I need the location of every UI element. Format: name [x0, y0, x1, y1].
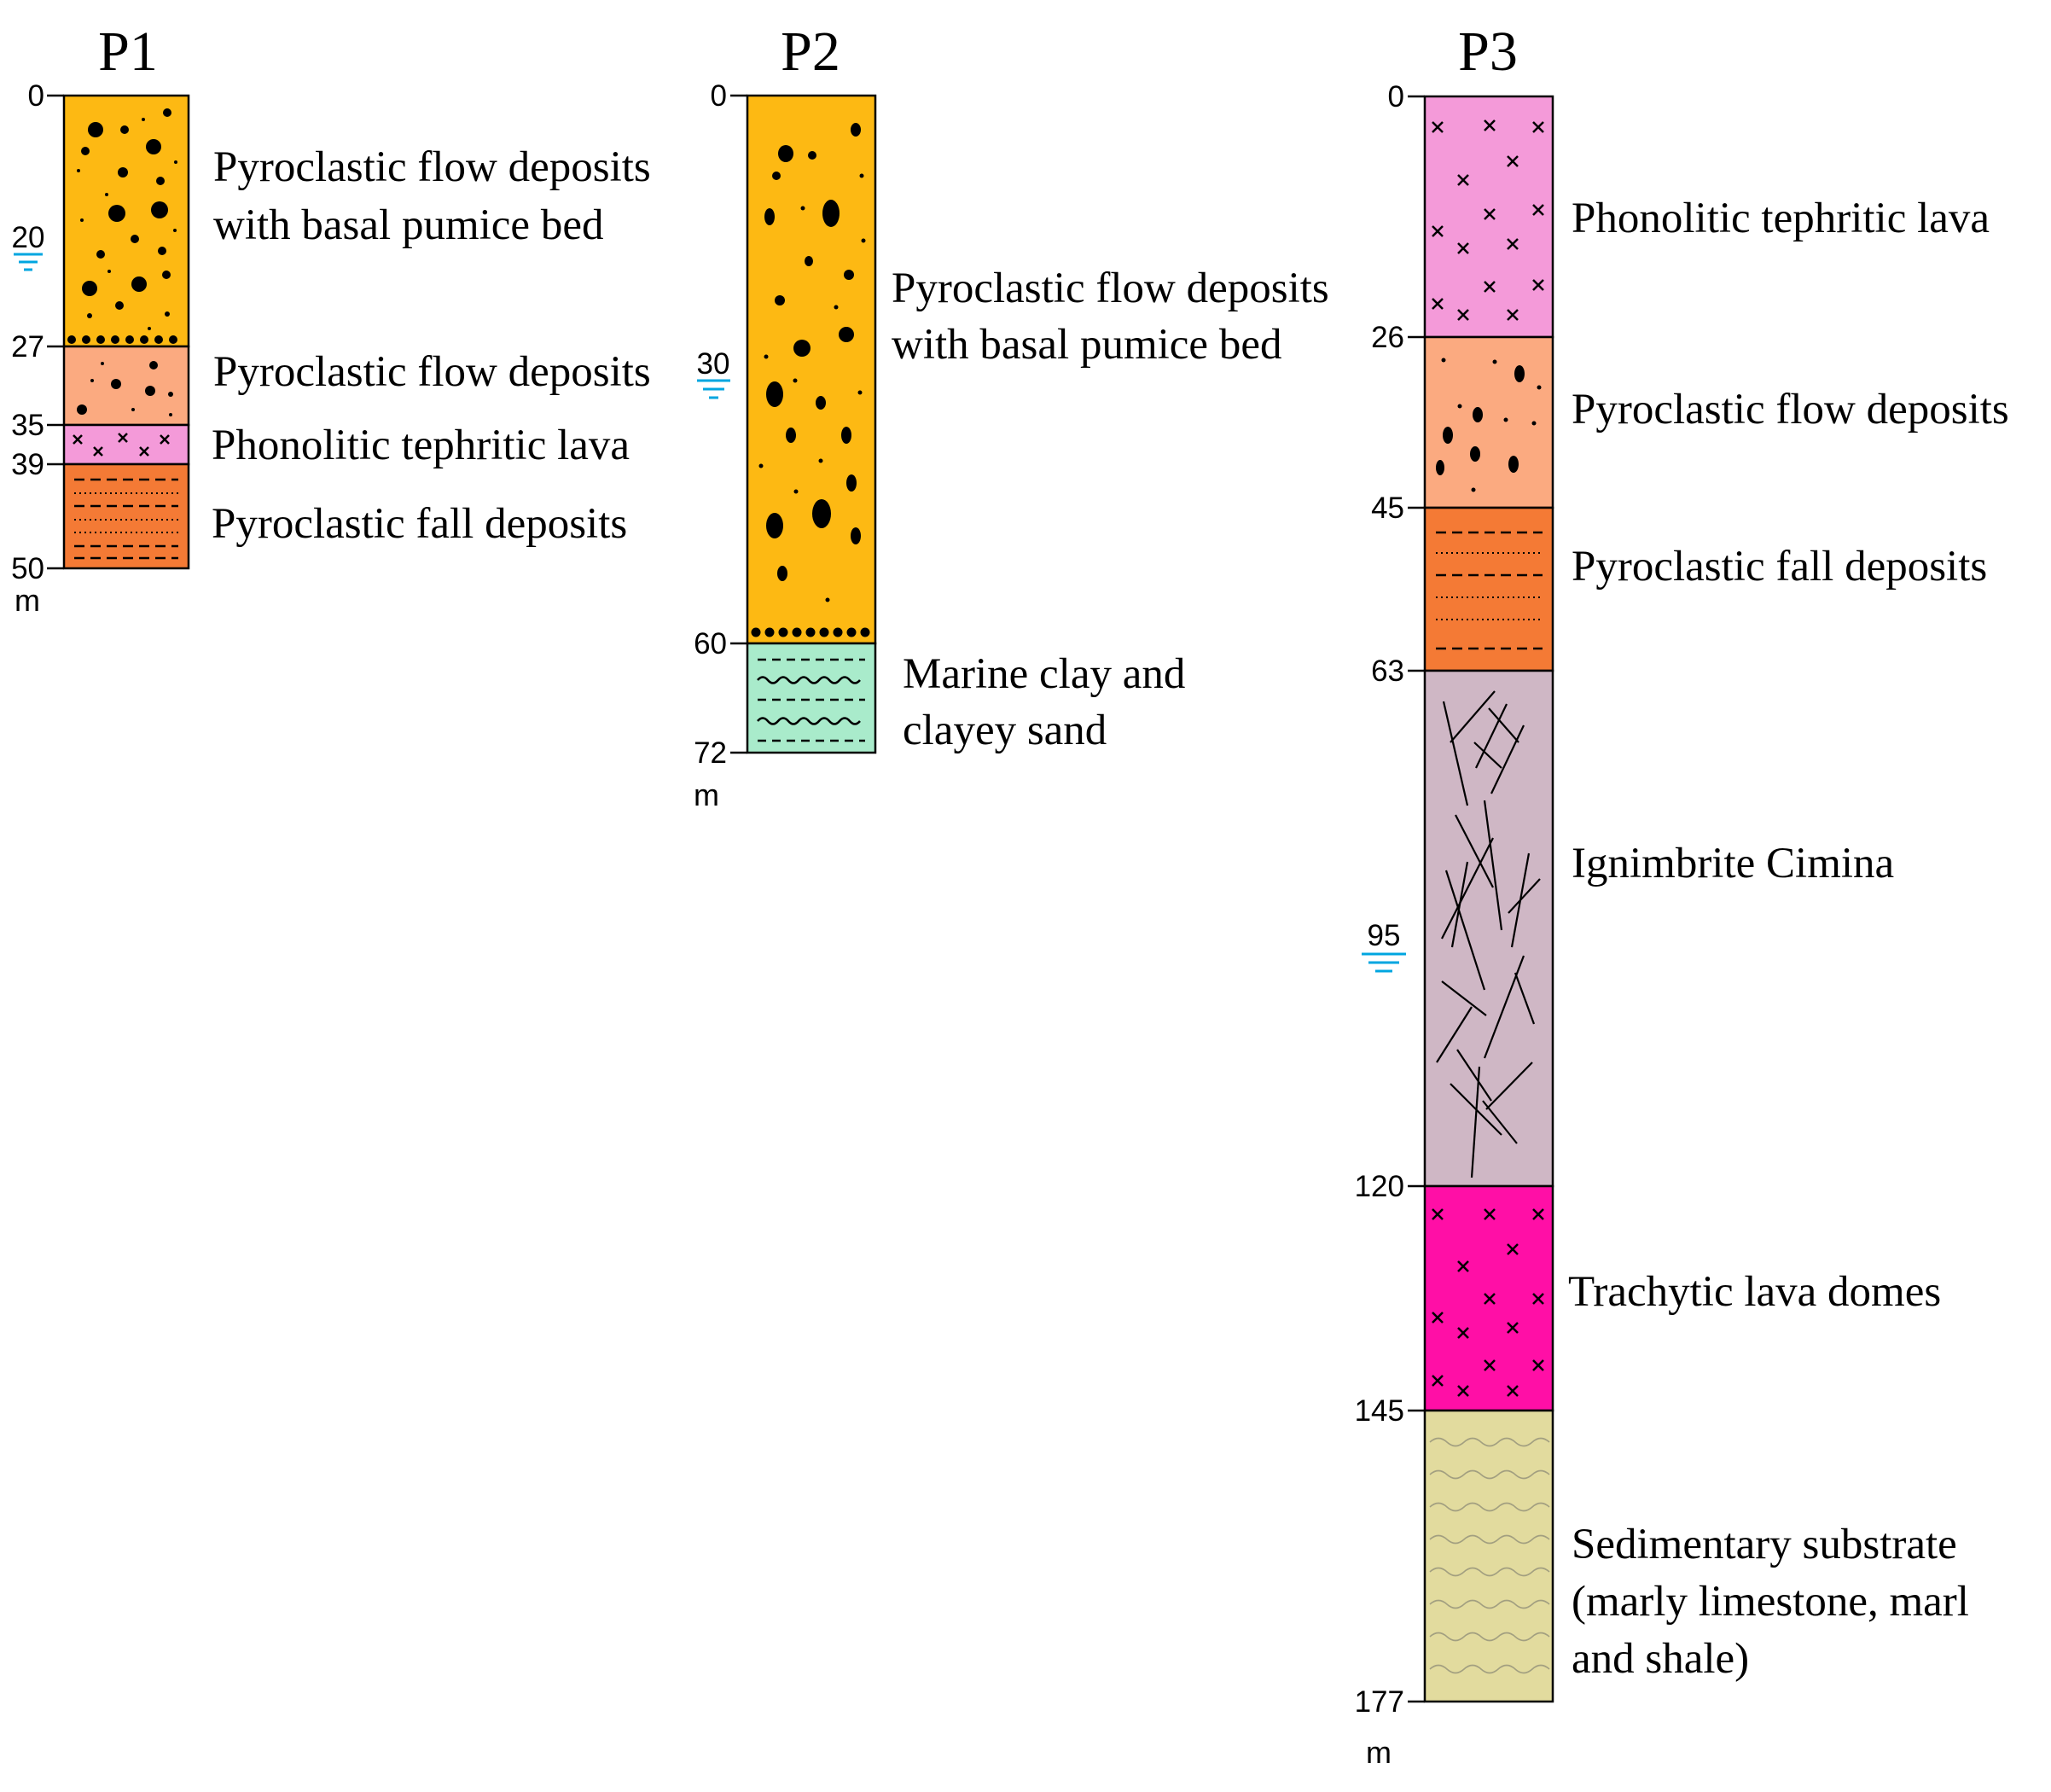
layer-label-line: and shale): [1572, 1635, 1749, 1683]
layer-fill: [1423, 1409, 1554, 1703]
column-title-p1: P1: [98, 20, 158, 83]
column-p2: P2: [694, 20, 1329, 812]
layer-p2-2: Marine clay and clayey sand: [746, 642, 1185, 754]
water-table-depth-label: 30: [697, 347, 730, 381]
water-table-p1: 20: [12, 221, 45, 271]
depth-tick-label: 0: [1388, 80, 1404, 113]
layer-label-line: Pyroclastic flow deposits: [213, 348, 651, 396]
layer-fill: [746, 94, 877, 645]
layer-label-line: with basal pumice bed: [213, 201, 603, 249]
depth-tick-label: 177: [1355, 1685, 1404, 1719]
crosses-pattern: [73, 433, 170, 457]
layer-label-line: Marine clay and: [903, 650, 1185, 698]
layer-fill: [62, 463, 190, 570]
layer-p3-3: Pyroclastic fall deposits: [1423, 506, 1987, 672]
layer-label-line: with basal pumice bed: [892, 321, 1281, 369]
depth-ticks-p3: [1408, 95, 1425, 1703]
depth-tick-label: 39: [11, 448, 44, 481]
layer-fill: [62, 94, 190, 348]
layer-p2-1: Pyroclastic flow deposits with basal pum…: [746, 94, 1329, 645]
water-table-icon: [14, 253, 43, 271]
depth-unit-label: m: [15, 583, 40, 618]
layer-p1-4: Pyroclastic fall deposits: [62, 463, 627, 570]
layer-p1-1: Pyroclastic flow deposits with basal pum…: [62, 94, 651, 348]
pumice-pattern: [77, 361, 173, 416]
layer-fill: [1423, 95, 1554, 339]
basal-pumice-row: [67, 335, 177, 344]
depth-tick-label: 60: [694, 627, 727, 660]
layer-p3-4: Ignimbrite Cimina: [1423, 669, 1894, 1188]
depth-tick-label: 27: [11, 330, 44, 364]
pumice-pattern: [1436, 358, 1542, 492]
depth-tick-label: 72: [694, 736, 727, 770]
layer-fill: [1423, 506, 1554, 672]
depth-tick-label: 50: [11, 552, 44, 585]
layer-label-line: Trachytic lava domes: [1568, 1268, 1941, 1316]
layer-label-line: Pyroclastic flow deposits: [892, 265, 1329, 312]
water-table-depth-label: 95: [1368, 919, 1401, 952]
depth-tick-label: 0: [711, 79, 727, 113]
water-table-depth-label: 20: [12, 221, 45, 254]
column-title-p3: P3: [1458, 20, 1518, 83]
layer-fill: [62, 423, 190, 466]
crosses-pattern: [1432, 119, 1544, 321]
pumice-pattern: [77, 108, 177, 330]
layer-label-line: Sedimentary substrate: [1572, 1521, 1957, 1568]
layer-label-line: Phonolitic tephritic lava: [212, 422, 630, 469]
column-title-p2: P2: [781, 20, 840, 83]
depth-tick-label: 26: [1371, 321, 1404, 354]
water-table-icon: [1362, 952, 1406, 973]
water-table-p3: 95: [1362, 919, 1406, 973]
layer-label-line: Pyroclastic flow deposits: [1572, 386, 2009, 433]
layer-fill: [1423, 335, 1554, 509]
water-table-icon: [697, 379, 730, 399]
depth-ticks-p2: [730, 94, 747, 754]
fall-deposit-pattern: [74, 478, 178, 560]
depth-tick-label: 120: [1355, 1170, 1404, 1203]
depth-unit-label: m: [1366, 1735, 1392, 1770]
layer-p3-1: Phonolitic tephritic lava: [1423, 95, 1990, 339]
pumice-pattern: [758, 123, 866, 602]
layer-p1-3: Phonolitic tephritic lava: [62, 422, 630, 469]
depth-unit-label: m: [694, 777, 719, 812]
layer-label-line: Ignimbrite Cimina: [1572, 840, 1894, 887]
clay-pattern: [757, 658, 865, 742]
layer-label-line: Pyroclastic flow deposits: [213, 143, 651, 191]
layer-label-line: clayey sand: [903, 707, 1107, 754]
layer-label-line: Pyroclastic fall deposits: [1572, 543, 1987, 591]
column-p1: P1 Pyroclastic flow deposits with basal: [11, 20, 651, 618]
depth-tick-label: 63: [1371, 655, 1404, 688]
layer-label-line: Pyroclastic fall deposits: [212, 500, 627, 548]
layer-p3-2: Pyroclastic flow deposits: [1423, 335, 2009, 509]
layer-fill: [746, 642, 877, 754]
basal-pumice-row: [751, 627, 870, 637]
crosses-pattern: [1432, 1208, 1544, 1397]
layer-label-line: (marly limestone, marl: [1572, 1578, 1969, 1626]
layer-label-line: Phonolitic tephritic lava: [1572, 195, 1990, 242]
column-p3: P3 Phonolitic tephritic lava: [1355, 20, 2009, 1770]
fall-deposit-pattern: [1436, 531, 1543, 650]
depth-ticks-p1: [47, 94, 64, 570]
water-table-p2: 30: [697, 347, 730, 399]
layer-p3-6: Sedimentary substrate (marly limestone, …: [1423, 1409, 1969, 1703]
depth-tick-label: 35: [11, 409, 44, 442]
layer-p1-2: Pyroclastic flow deposits: [62, 345, 651, 427]
sediment-wave-pattern: [1429, 1437, 1550, 1674]
depth-tick-label: 45: [1371, 492, 1404, 525]
layer-p3-5: Trachytic lava domes: [1423, 1184, 1941, 1412]
depth-tick-label: 145: [1355, 1394, 1404, 1428]
depth-tick-label: 0: [28, 79, 44, 113]
ignimbrite-fracture-pattern: [1436, 690, 1541, 1178]
